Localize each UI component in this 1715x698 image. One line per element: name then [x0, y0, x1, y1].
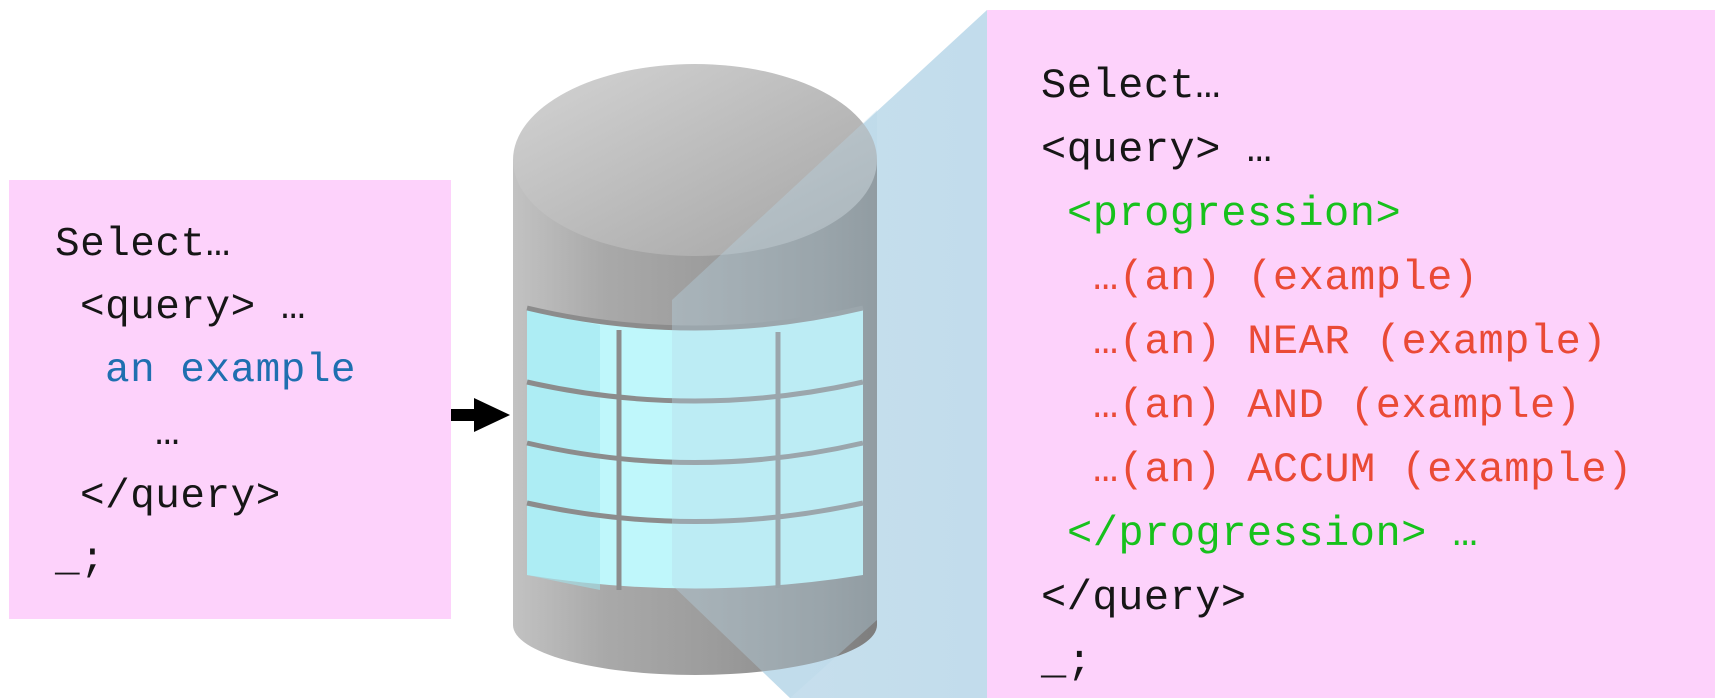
code-line: …(an) ACCUM (example) — [1093, 446, 1633, 494]
code-line: </query> — [80, 474, 281, 520]
code-line: … — [155, 411, 181, 457]
query-box-expanded: Select… <query> … <progression> …(an) (exam… — [987, 10, 1715, 698]
code-line: <progression> — [1067, 190, 1402, 238]
code-line: _; — [1041, 638, 1093, 686]
arrow-right-icon — [451, 398, 510, 432]
code-line: </progression> … — [1067, 510, 1479, 558]
code-line: …(an) AND (example) — [1093, 382, 1582, 430]
cylinder-window — [526, 305, 864, 590]
code-line: Select… — [1041, 62, 1221, 110]
code-line: …(an) (example) — [1093, 254, 1479, 302]
code-line: <query> … — [80, 285, 306, 331]
code-line: _; — [55, 537, 106, 583]
code-line: …(an) NEAR (example) — [1093, 318, 1608, 366]
code-line: Select… — [55, 222, 231, 268]
code-line: <query> … — [1041, 126, 1273, 174]
cylinder-top — [513, 64, 877, 256]
code-line: an example — [105, 348, 357, 394]
query-box-simple: Select… <query> … an example … </query> _; — [9, 180, 451, 619]
zoom-beam-overlay — [672, 110, 877, 698]
code-line: </query> — [1041, 574, 1247, 622]
database-cylinder-icon — [513, 64, 877, 675]
